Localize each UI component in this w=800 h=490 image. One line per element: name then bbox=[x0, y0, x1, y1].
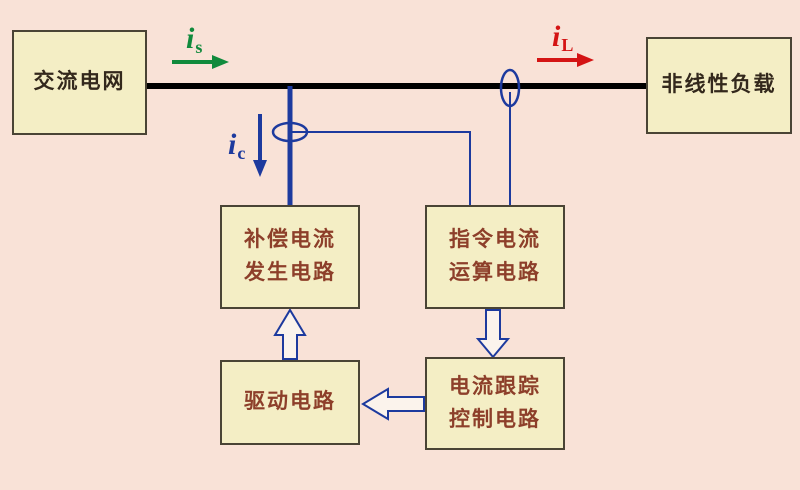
ic-subscript: c bbox=[237, 143, 246, 163]
ac-grid-box: 交流电网 bbox=[12, 30, 147, 135]
il-current-label: iL bbox=[552, 20, 574, 55]
is-arrow-head-icon bbox=[212, 55, 229, 69]
ic-symbol: i bbox=[228, 128, 237, 161]
il-symbol: i bbox=[552, 20, 561, 53]
sensor-signal-line-compensation bbox=[290, 131, 471, 207]
arrow-tracking-to-drive-icon bbox=[361, 387, 425, 421]
compensation-label-line1: 补偿电流 bbox=[244, 228, 336, 252]
command-label-line1: 指令电流 bbox=[449, 228, 541, 252]
drive-circuit-box: 驱动电路 bbox=[220, 360, 360, 445]
nonlinear-load-box: 非线性负载 bbox=[646, 37, 792, 134]
tracking-circuit-box: 电流跟踪 控制电路 bbox=[425, 357, 565, 450]
ac-grid-label: 交流电网 bbox=[33, 70, 126, 94]
current-sensor-icon-compensation bbox=[271, 121, 309, 143]
arrow-drive-to-compensation-icon bbox=[273, 308, 307, 360]
command-label-line2: 运算电路 bbox=[449, 261, 541, 284]
current-sensor-icon-load bbox=[499, 68, 521, 108]
is-subscript: s bbox=[195, 37, 203, 57]
is-symbol: i bbox=[186, 22, 195, 55]
tracking-label-line1: 电流跟踪 bbox=[449, 374, 541, 398]
il-arrow-head-icon bbox=[577, 53, 594, 67]
compensation-label-line2: 发生电路 bbox=[244, 261, 336, 284]
drive-label: 驱动电路 bbox=[244, 390, 336, 414]
il-subscript: L bbox=[561, 35, 574, 55]
ic-arrow-head-icon bbox=[253, 160, 267, 177]
compensation-circuit-box: 补偿电流 发生电路 bbox=[220, 205, 360, 309]
ic-current-label: ic bbox=[228, 128, 246, 163]
tracking-label-line2: 控制电路 bbox=[449, 407, 541, 431]
nonlinear-load-label: 非线性负载 bbox=[661, 73, 777, 97]
command-circuit-box: 指令电流 运算电路 bbox=[425, 205, 565, 309]
is-current-label: is bbox=[186, 22, 203, 57]
arrow-command-to-tracking-icon bbox=[475, 309, 511, 359]
